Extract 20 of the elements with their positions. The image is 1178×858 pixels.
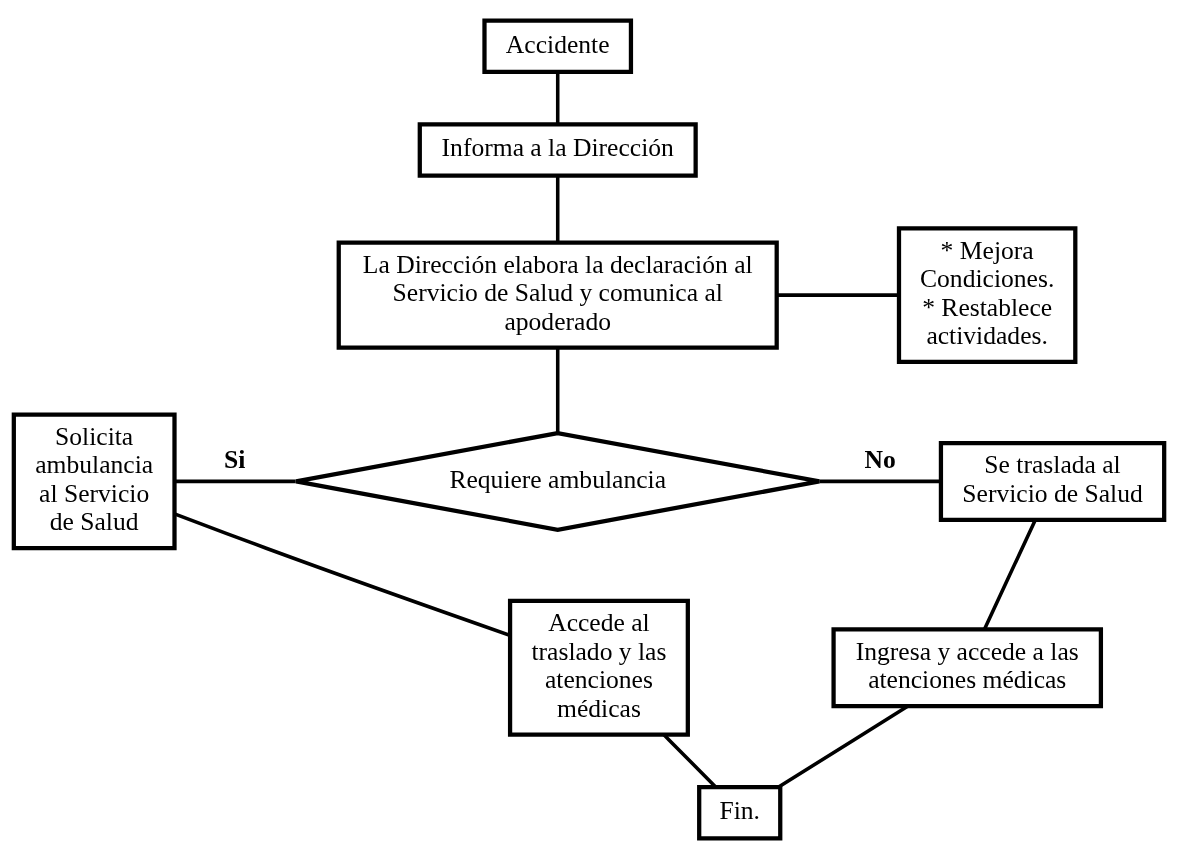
node-box: Accede al traslado y las atenciones médicas — [507, 598, 690, 737]
connector — [555, 71, 560, 124]
node-box: Ingresa y accede a las atenciones médicas — [831, 626, 1104, 708]
node-box: Se traslada al Servicio de Salud — [938, 440, 1167, 522]
connector — [819, 479, 941, 483]
node-box: Fin. — [697, 784, 783, 840]
node-box: Solicita ambulancia al Servicio de Salud — [11, 411, 177, 550]
connector — [173, 511, 511, 637]
node-diamond: Requiere ambulancia — [293, 430, 822, 532]
connector — [555, 347, 560, 433]
connector — [662, 733, 717, 788]
node-box: * Mejora Condiciones. * Restablece actividades. — [896, 225, 1078, 364]
edge-label: Si — [223, 444, 246, 474]
node-box: Informa a la Dirección — [417, 121, 698, 178]
node-box: Accidente — [482, 18, 634, 74]
connector — [777, 292, 899, 297]
node-box: La Dirección elabora la declaración al Servicio de Salud y comunica al apoderado — [336, 239, 779, 350]
connector — [555, 175, 560, 242]
edge-label: No — [864, 444, 896, 474]
connector — [174, 479, 296, 483]
